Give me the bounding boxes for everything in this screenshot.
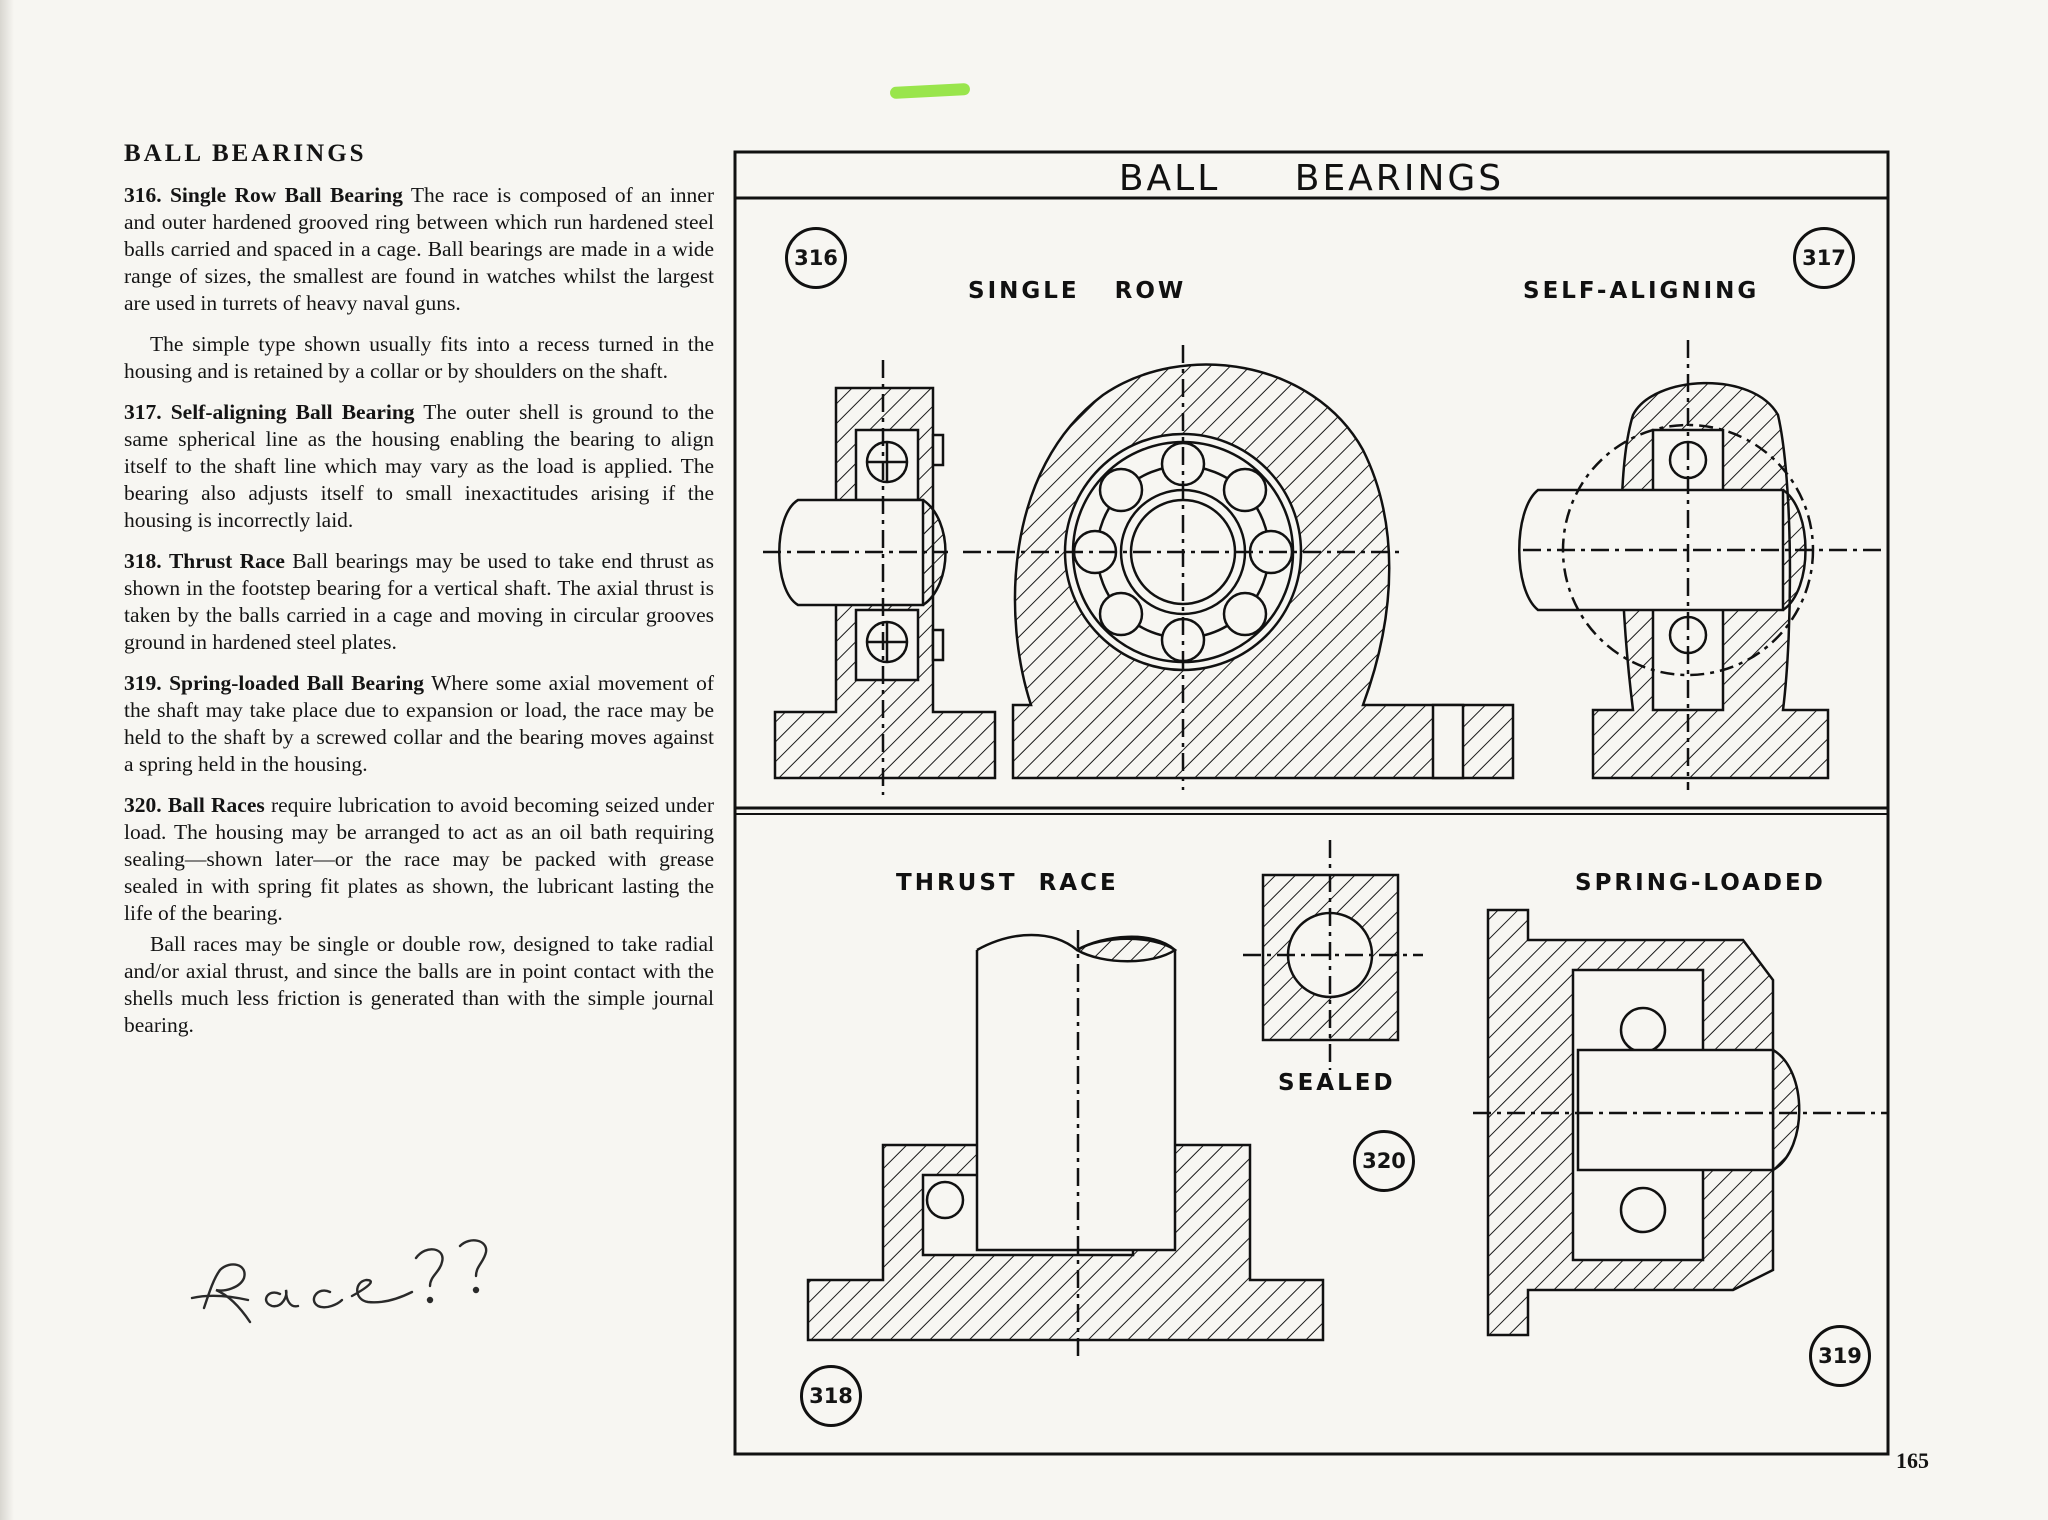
paragraph-number: 317.	[124, 400, 162, 424]
sealed-view	[1243, 840, 1423, 1070]
paragraph-body: Where some axial movement of the shaft m…	[124, 671, 714, 776]
label-sealed: SEALED	[1278, 1070, 1396, 1096]
ball-bearings-plate: BALL BEARINGS SINGLE ROW SELF-ALIGNING T…	[733, 150, 1890, 1456]
paragraph-number: 320.	[124, 793, 162, 817]
paragraph-title: Thrust Race	[168, 549, 285, 573]
paragraph-title: Single Row Ball Bearing	[169, 183, 403, 207]
section-heading: BALL BEARINGS	[124, 140, 367, 167]
paragraph-319: 319. Spring-loaded Ball Bearing Where so…	[124, 670, 714, 778]
figure-number-319: 319	[1809, 1325, 1871, 1387]
paragraph-body: require lubrication to avoid becoming se…	[124, 793, 714, 925]
paragraph-318: 318. Thrust Race Ball bearings may be us…	[124, 548, 714, 656]
paragraph-body: The outer shell is ground to the same sp…	[124, 400, 714, 532]
page-edge-shadow	[0, 0, 14, 1520]
paragraph-number: 316.	[124, 183, 162, 207]
paragraph-title: Spring-loaded Ball Bearing	[169, 671, 425, 695]
label-self-aligning: SELF-ALIGNING	[1523, 278, 1760, 304]
paragraph-number: 319.	[124, 671, 162, 695]
paragraph-title: Ball Races	[167, 793, 265, 817]
label-spring-loaded: SPRING-LOADED	[1575, 870, 1826, 896]
spring-loaded-view	[1473, 908, 1888, 1337]
handwritten-note	[190, 1230, 530, 1340]
paragraph-number: 318.	[124, 549, 162, 573]
paragraph-body: Ball bearings may be used to take end th…	[124, 549, 715, 654]
paragraph-320: 320. Ball Races require lubrication to a…	[124, 792, 714, 927]
self-aligning-view	[1518, 340, 1883, 790]
thrust-race-view	[806, 930, 1325, 1360]
single-row-side-view	[763, 360, 997, 795]
page-number: 165	[1896, 1448, 1929, 1473]
single-row-front-view	[963, 345, 1515, 790]
paragraph-body: The race is composed of an inner and out…	[124, 183, 714, 315]
paragraph-317: 317. Self-aligning Ball Bearing The oute…	[124, 399, 714, 534]
paragraph-title: Self-aligning Ball Bearing	[170, 400, 415, 424]
plate-title: BALL BEARINGS	[1118, 158, 1505, 199]
technical-drawings	[733, 150, 1890, 1456]
figure-number-318: 318	[800, 1365, 862, 1427]
paragraph-316: 316. Single Row Ball Bearing The race is…	[124, 182, 714, 317]
figure-number-317: 317	[1793, 227, 1855, 289]
figure-number-316: 316	[785, 227, 847, 289]
green-highlighter-mark	[889, 82, 971, 100]
label-thrust-race: THRUST RACE	[896, 870, 1119, 896]
figure-number-320: 320	[1353, 1130, 1415, 1192]
label-single-row: SINGLE ROW	[968, 278, 1187, 304]
paragraph-320-continued: Ball races may be single or double row, …	[124, 932, 714, 1037]
handwritten-note-drawing	[190, 1239, 488, 1324]
text-column: BALL BEARINGS 316. Single Row Ball Beari…	[124, 140, 714, 1053]
paragraph-316-continued: The simple type shown usually fits into …	[124, 332, 714, 383]
